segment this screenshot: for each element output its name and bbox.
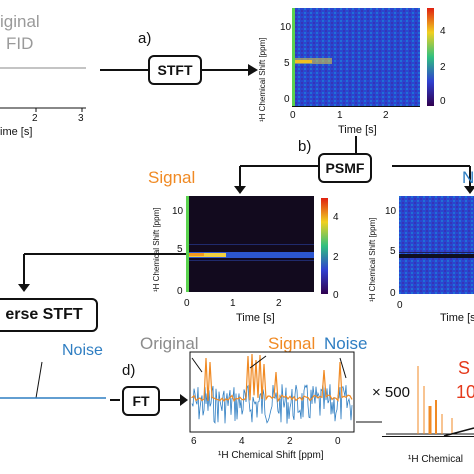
spec-a-xtick-2: 2	[383, 110, 389, 121]
spec-a-ytick-0: 0	[284, 94, 290, 105]
spectrum-d-xtick-4: 4	[239, 436, 245, 447]
stft-box: STFT	[148, 55, 202, 85]
cbar-a-tick-2: 2	[440, 62, 446, 73]
fid-plot	[0, 67, 86, 112]
inverse-stft-box: erse STFT	[0, 298, 98, 332]
spec-b2-ylabel: ¹H Chemical Shift [ppm]	[368, 217, 377, 302]
fid-tick-3: 3	[78, 113, 84, 124]
red-s-label: S	[458, 358, 471, 378]
spec-b1-xlabel: Time [s]	[236, 312, 275, 324]
noise-fid-plot	[0, 361, 106, 399]
spec-a-ytick-5: 5	[284, 58, 290, 69]
noise-label-d: Noise	[324, 334, 368, 353]
fid-label: FID	[6, 34, 34, 53]
spectrogram-b1	[186, 196, 314, 292]
cbar-b1-tick-4: 4	[333, 212, 339, 223]
spectrogram-b2	[399, 196, 474, 294]
spec-a-ytick-10: 10	[280, 22, 292, 33]
spec-b1-xtick-2: 2	[276, 298, 282, 309]
signal-label-d: Signal	[268, 334, 316, 353]
psmf-box: PSMF	[318, 153, 372, 183]
spectrum-d-xlabel: ¹H Chemical Shift [ppm]	[218, 450, 324, 461]
spec-b1-xtick-1: 1	[230, 298, 236, 309]
spec-a-xtick-0: 0	[290, 110, 296, 121]
panel-a-letter: a)	[138, 30, 152, 47]
red-10-label: 10	[456, 382, 474, 402]
panel-d-letter: d)	[122, 362, 136, 379]
arrow-ft-to-spectrum	[110, 394, 188, 406]
arrow-fid-to-stft	[100, 64, 258, 76]
spectrum-d-xtick-0: 0	[335, 436, 341, 447]
cbar-b1-tick-0: 0	[333, 290, 339, 301]
zoomed-xlabel: ¹H Chemical	[408, 454, 464, 465]
fid-xlabel: ime [s]	[0, 126, 33, 138]
colorbar-a	[427, 8, 434, 106]
colorbar-b1	[321, 198, 328, 294]
spec-b1-ytick-0: 0	[177, 286, 183, 297]
zoomed-spectrum	[382, 366, 474, 437]
spec-a-ylabel: ¹H Chemical Shift [ppm]	[258, 37, 267, 122]
signal-label-b: Signal	[148, 168, 196, 187]
noise-label-c: Noise	[62, 342, 103, 359]
noise-label-b: N	[462, 168, 474, 187]
spec-a-xtick-1: 1	[337, 110, 343, 121]
cbar-a-tick-0: 0	[440, 96, 446, 107]
spec-b2-ytick-0: 0	[390, 288, 396, 299]
signal-trace	[191, 353, 353, 403]
spec-b2-ytick-5: 5	[390, 246, 396, 257]
spec-a-xlabel: Time [s]	[338, 124, 377, 136]
original-label-d: Original	[140, 334, 199, 353]
spec-b1-ytick-5: 5	[177, 244, 183, 255]
panel-b-letter: b)	[298, 138, 312, 155]
spec-b1-ytick-10: 10	[172, 206, 184, 217]
spec-b2-ytick-10: 10	[385, 206, 397, 217]
spec-b2-xlabel: Time [s]	[440, 312, 474, 324]
original-label: iginal	[0, 12, 40, 31]
arrow-to-inverse-stft	[18, 253, 186, 292]
spectrum-d-xtick-6: 6	[191, 436, 197, 447]
spec-b2-xtick-0: 0	[397, 300, 403, 311]
psmf-connector	[234, 136, 474, 194]
spectrum-d	[189, 351, 355, 433]
cbar-b1-tick-2: 2	[333, 252, 339, 263]
zoom-arrow	[356, 421, 382, 423]
cbar-a-tick-4: 4	[440, 26, 446, 37]
spec-b1-xtick-0: 0	[184, 298, 190, 309]
multiplier-label: × 500	[372, 384, 410, 401]
spectrum-d-xtick-2: 2	[287, 436, 293, 447]
spectrogram-a	[292, 8, 420, 107]
fid-tick-2: 2	[32, 113, 38, 124]
